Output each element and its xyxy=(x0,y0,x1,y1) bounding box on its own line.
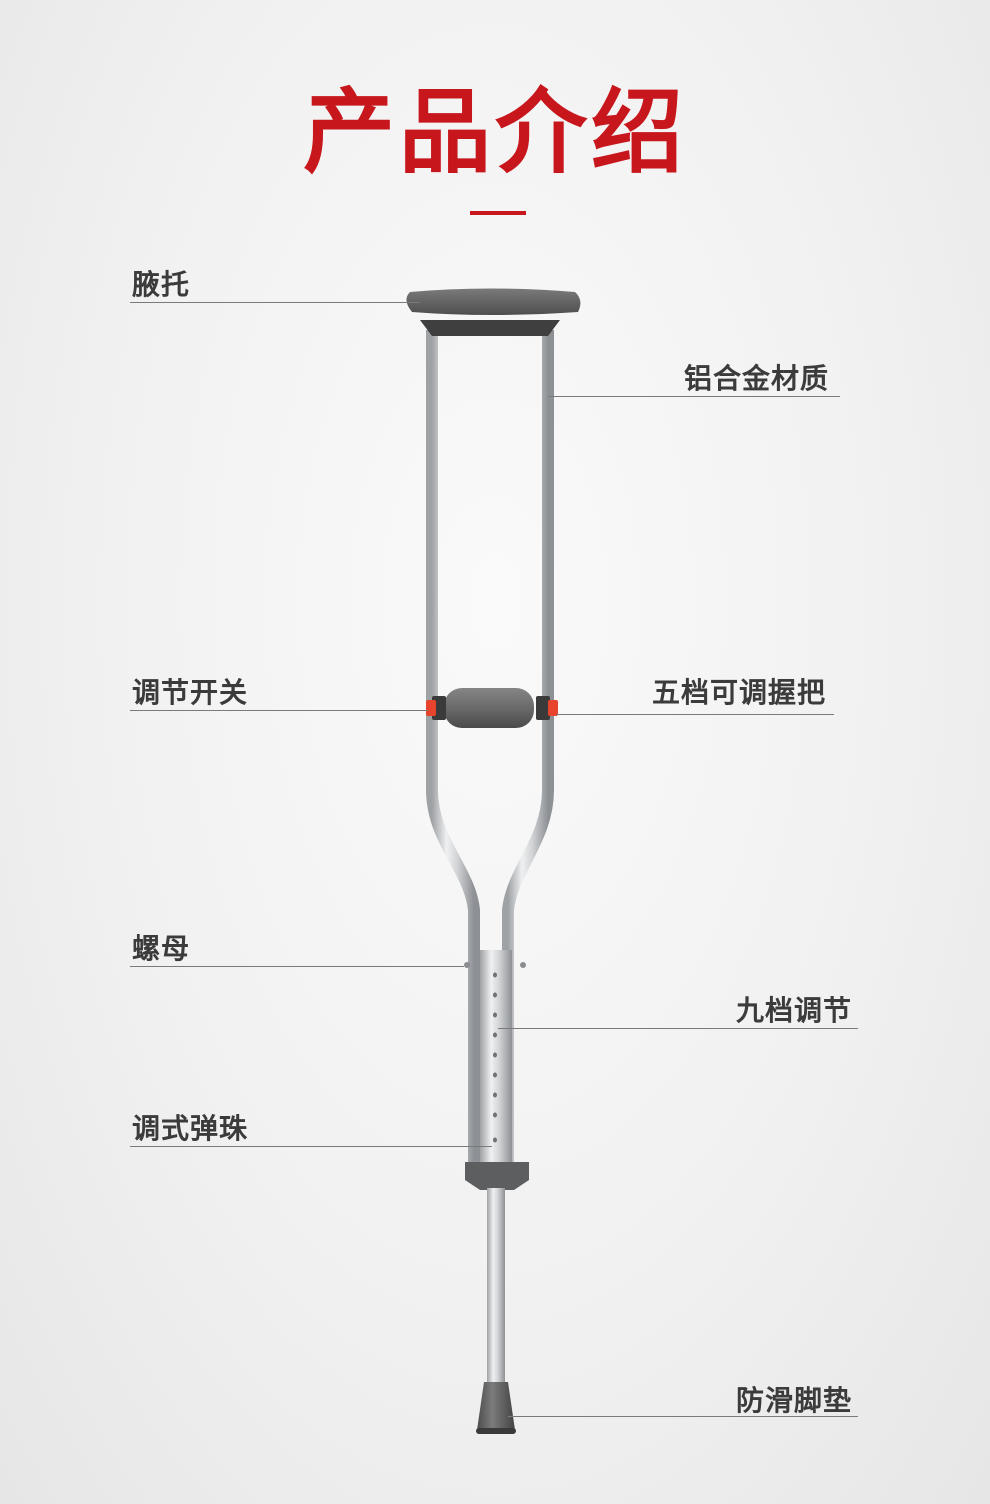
adjust-tube xyxy=(480,950,512,1175)
adjust-switch-knob xyxy=(426,700,436,716)
leader-adjust-switch xyxy=(130,710,428,711)
label-adjust-switch: 调节开关 xyxy=(132,676,249,709)
page-title: 产品介绍 xyxy=(302,79,687,186)
leader-underarm-pad xyxy=(130,302,420,303)
label-nine-level-adjust: 九档调节 xyxy=(736,994,853,1027)
label-five-level-grip: 五档可调握把 xyxy=(652,676,827,709)
leader-nut xyxy=(130,966,464,967)
label-anti-slip-foot: 防滑脚垫 xyxy=(736,1384,853,1417)
right-rail xyxy=(502,330,554,1170)
foot-tip xyxy=(477,1382,515,1430)
leader-aluminum-material xyxy=(548,396,840,397)
label-underarm-pad: 腋托 xyxy=(132,268,191,301)
leader-anti-slip-foot xyxy=(508,1416,858,1417)
label-aluminum-material: 铝合金材质 xyxy=(684,362,830,395)
adjust-holes xyxy=(493,972,497,1143)
pad-base xyxy=(420,320,560,336)
label-spring-bead: 调式弹珠 xyxy=(132,1112,249,1145)
title-underline xyxy=(470,211,526,215)
hand-grip xyxy=(444,688,534,728)
lower-leg xyxy=(487,1188,505,1383)
nut-bolt xyxy=(464,962,470,968)
underarm-pad xyxy=(406,288,581,315)
leader-spring-bead xyxy=(130,1146,492,1147)
label-nut: 螺母 xyxy=(132,932,191,965)
left-rail xyxy=(426,330,480,1170)
collar xyxy=(465,1162,529,1190)
leader-five-level-grip xyxy=(556,714,834,715)
leader-nine-level-adjust xyxy=(498,1028,858,1029)
